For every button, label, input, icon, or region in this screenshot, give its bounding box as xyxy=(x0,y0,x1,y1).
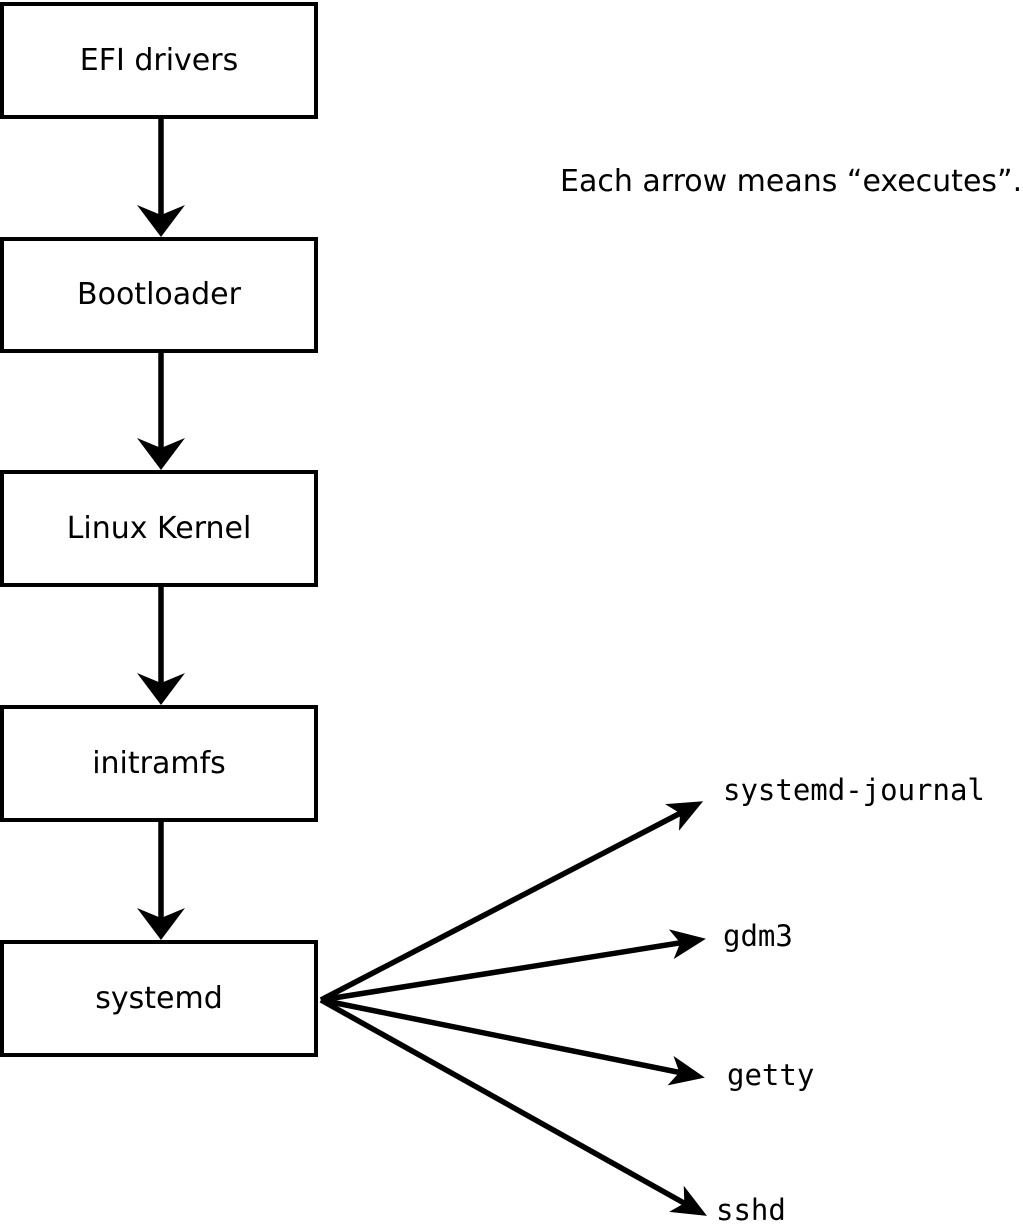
node-systemd-label: systemd xyxy=(95,980,223,1016)
legend-note: Each arrow means “executes”. xyxy=(560,164,1023,199)
node-initramfs-label: initramfs xyxy=(92,745,226,781)
node-linux-kernel: Linux Kernel xyxy=(0,470,318,587)
node-bootloader: Bootloader xyxy=(0,237,318,353)
arrow-systemd-to-systemd-journal xyxy=(319,801,704,1003)
node-systemd: systemd xyxy=(0,940,318,1057)
node-efi-drivers: EFI drivers xyxy=(0,2,318,119)
node-bootloader-label: Bootloader xyxy=(77,277,241,312)
arrow-systemd-to-getty xyxy=(320,997,705,1086)
arrow-systemd-to-sshd xyxy=(319,997,707,1216)
node-linux-kernel-label: Linux Kernel xyxy=(66,510,252,546)
label-getty: getty xyxy=(727,1058,815,1092)
label-systemd-journal: systemd-journal xyxy=(723,773,985,807)
node-efi-drivers-label: EFI drivers xyxy=(79,42,239,78)
node-initramfs: initramfs xyxy=(0,705,318,822)
label-gdm3: gdm3 xyxy=(723,919,793,953)
label-sshd: sshd xyxy=(716,1193,786,1227)
arrow-systemd-to-gdm3 xyxy=(320,929,706,1003)
